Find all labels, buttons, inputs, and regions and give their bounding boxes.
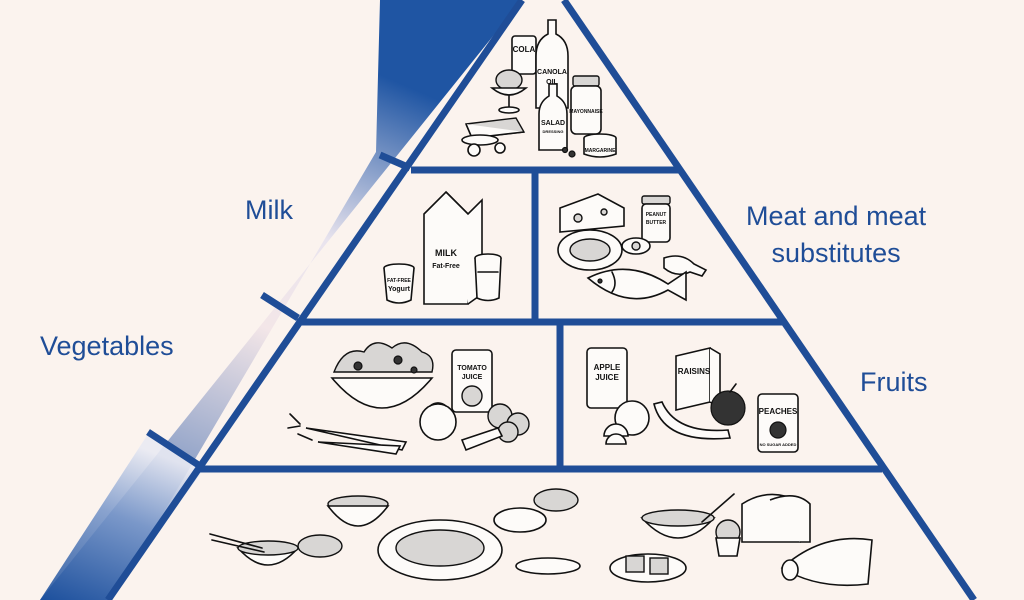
oil-label: OIL: [546, 79, 558, 86]
pyramid-side-face: [40, 0, 522, 600]
meat-label-line-1: Meat and meat: [746, 201, 927, 231]
meat-and-meat-substitutes-label: Meat and meat substitutes: [746, 198, 926, 272]
margarine-label: MARGARINE: [585, 148, 616, 154]
milk-label: Milk: [245, 195, 293, 225]
peanut-label: PEANUT: [646, 212, 667, 218]
yogurt-label: Yogurt: [388, 286, 411, 293]
grains-group-icon: [209, 488, 873, 587]
butter-label: BUTTER: [646, 220, 667, 226]
no-sugar-added-label: NO SUGAR ADDED: [760, 442, 797, 447]
salad-label: SALAD: [541, 120, 565, 127]
milk-carton-label: MILK: [435, 248, 457, 258]
cola-can-label: COLA: [513, 45, 536, 54]
apple-juice-label: JUICE: [595, 373, 619, 382]
peaches-label: PEACHES: [759, 407, 798, 416]
tomato-juice-label: JUICE: [462, 374, 483, 381]
fruits-label: Fruits: [860, 367, 928, 397]
meat-group-icon: PEANUT BUTTER: [557, 193, 708, 302]
vegetables-label: Vegetables: [40, 331, 174, 361]
vegetables-group-icon: TOMATO JUICE: [287, 342, 530, 455]
yogurt-fat-free-label: FAT-FREE: [387, 278, 411, 284]
raisins-label: RAISINS: [678, 367, 711, 376]
milk-group-icon: MILK Fat-Free FAT-FREE Yogurt: [383, 190, 502, 305]
fat-free-label: Fat-Free: [432, 263, 460, 270]
tomato-label: TOMATO: [457, 365, 487, 372]
mayonnaise-label: MAYONNAISE: [569, 109, 603, 115]
pyramid-frame: [105, 0, 977, 600]
canola-label: CANOLA: [537, 69, 567, 76]
fats-and-sweets-group-icon: COLA CANOLA OIL MAYONNAISE SALAD DRESSIN…: [461, 19, 617, 158]
meat-label-line-2: substitutes: [771, 238, 901, 268]
apple-label: APPLE: [594, 363, 621, 372]
fruits-group-icon: APPLE JUICE RAISINS PEACHES NO SUGAR ADD…: [586, 346, 799, 453]
dressing-label: DRESSING: [543, 129, 564, 134]
